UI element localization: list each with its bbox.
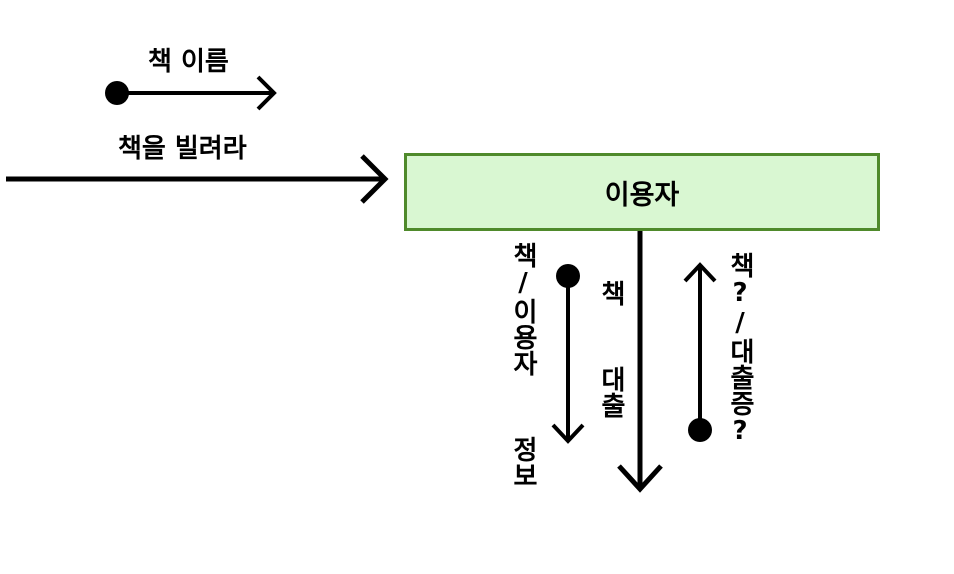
borrow-book-arrow <box>6 154 389 204</box>
book-name-label: 책 이름 <box>148 47 229 77</box>
user-entity-box: 이용자 <box>404 153 880 231</box>
borrow-book-label: 책을 빌려라 <box>118 134 247 164</box>
book-loan-card-arrow <box>683 262 717 442</box>
book-name-arrow <box>105 75 277 111</box>
book-loan-label: 책 대출 <box>596 280 626 418</box>
user-entity-label: 이용자 <box>604 179 680 211</box>
book-user-info-label: 책/이용자 정보 <box>508 242 538 488</box>
main-down-arrow <box>617 228 663 493</box>
book-loan-card-label: 책?/대출증? <box>725 252 755 446</box>
book-user-info-arrow <box>551 264 585 444</box>
